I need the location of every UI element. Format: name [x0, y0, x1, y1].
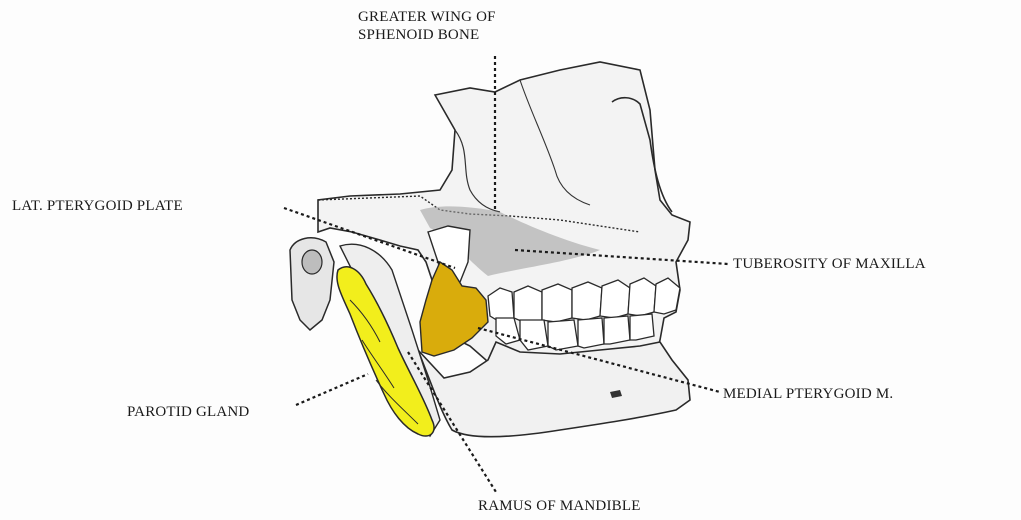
label-greater-wing-line1: GREATER WING OF [358, 8, 496, 26]
label-ramus-of-mandible: RAMUS OF MANDIBLE [478, 497, 641, 515]
label-tuberosity-of-maxilla: TUBEROSITY OF MAXILLA [733, 255, 926, 273]
mandible-outline [418, 342, 690, 437]
label-medial-pterygoid: MEDIAL PTERYGOID M. [723, 385, 893, 403]
label-parotid-gland: PAROTID GLAND [127, 403, 249, 421]
label-lat-pterygoid-plate: LAT. PTERYGOID PLATE [12, 197, 183, 215]
label-greater-wing: GREATER WING OF SPHENOID BONE [358, 8, 496, 44]
label-greater-wing-line2: SPHENOID BONE [358, 26, 496, 44]
leader-parotid [296, 374, 368, 405]
ear-canal [302, 250, 322, 274]
